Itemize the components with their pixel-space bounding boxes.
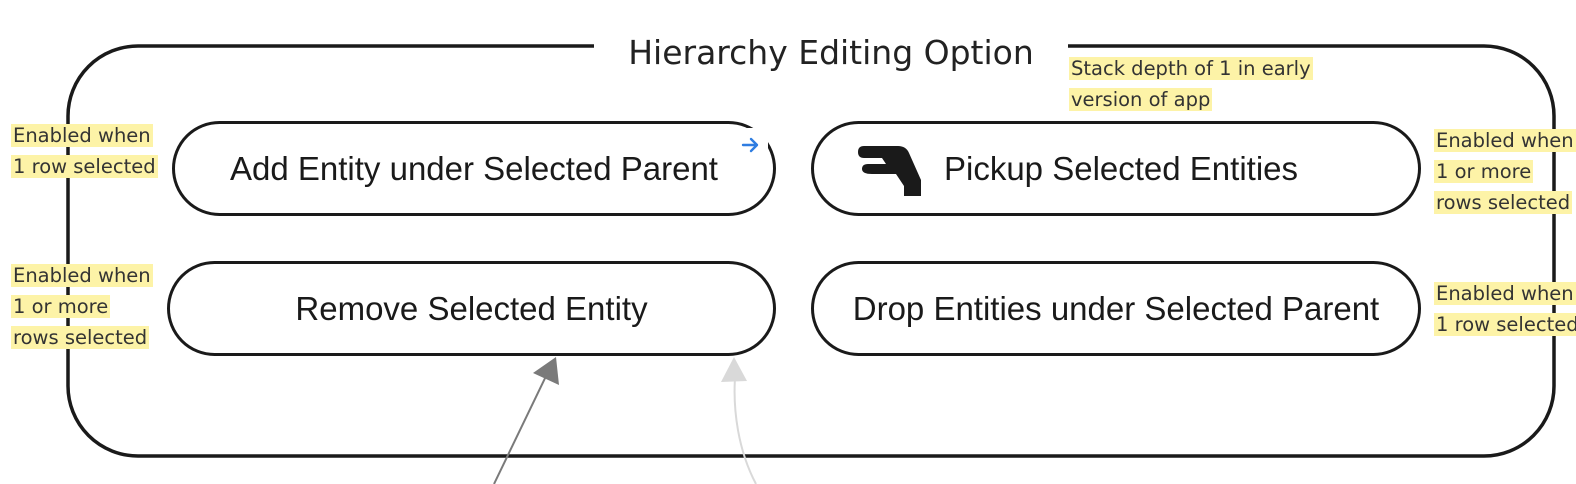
remove-entity-label: Remove Selected Entity: [295, 289, 648, 327]
note-line: rows selected: [11, 326, 150, 349]
connector-arrow-light[interactable]: [721, 357, 757, 484]
pickup-entities-label: Pickup Selected Entities: [943, 149, 1299, 187]
frame-title: Hierarchy Editing Option: [594, 30, 1068, 76]
note-line: version of app: [1069, 88, 1213, 111]
frame-border: [66, 44, 1556, 458]
note-line: 1 or more: [11, 295, 111, 318]
sticky-note-add[interactable]: Enabled when 1 row selected: [11, 120, 158, 182]
drop-entities-button[interactable]: Drop Entities under Selected Parent: [811, 261, 1421, 356]
add-entity-button[interactable]: Add Entity under Selected Parent: [172, 121, 776, 216]
note-line: rows selected: [1434, 191, 1573, 214]
note-line: 1 row selected: [1434, 313, 1576, 336]
note-line: Stack depth of 1 in early: [1069, 57, 1313, 80]
sticky-note-drop[interactable]: Enabled when 1 row selected: [1434, 278, 1576, 340]
connector-arrow-dark[interactable]: [493, 357, 559, 484]
note-line: Enabled when: [11, 124, 153, 147]
add-entity-label: Add Entity under Selected Parent: [230, 149, 718, 187]
pickup-entities-button[interactable]: Pickup Selected Entities: [811, 121, 1421, 216]
note-line: Enabled when: [1434, 282, 1576, 305]
sticky-note-remove[interactable]: Enabled when 1 or more rows selected: [11, 260, 153, 353]
grabbing-hand-icon: [858, 146, 921, 196]
sticky-note-stack-depth[interactable]: Stack depth of 1 in early version of app: [1069, 53, 1313, 115]
note-line: Enabled when: [1434, 129, 1576, 152]
drop-entities-label: Drop Entities under Selected Parent: [852, 289, 1380, 327]
note-line: 1 or more: [1434, 160, 1534, 183]
note-line: Enabled when: [11, 264, 153, 287]
sticky-note-pickup[interactable]: Enabled when 1 or more rows selected: [1434, 125, 1576, 218]
remove-entity-button[interactable]: Remove Selected Entity: [167, 261, 776, 356]
arrow-right-icon[interactable]: [734, 128, 768, 162]
note-line: 1 row selected: [11, 155, 158, 178]
